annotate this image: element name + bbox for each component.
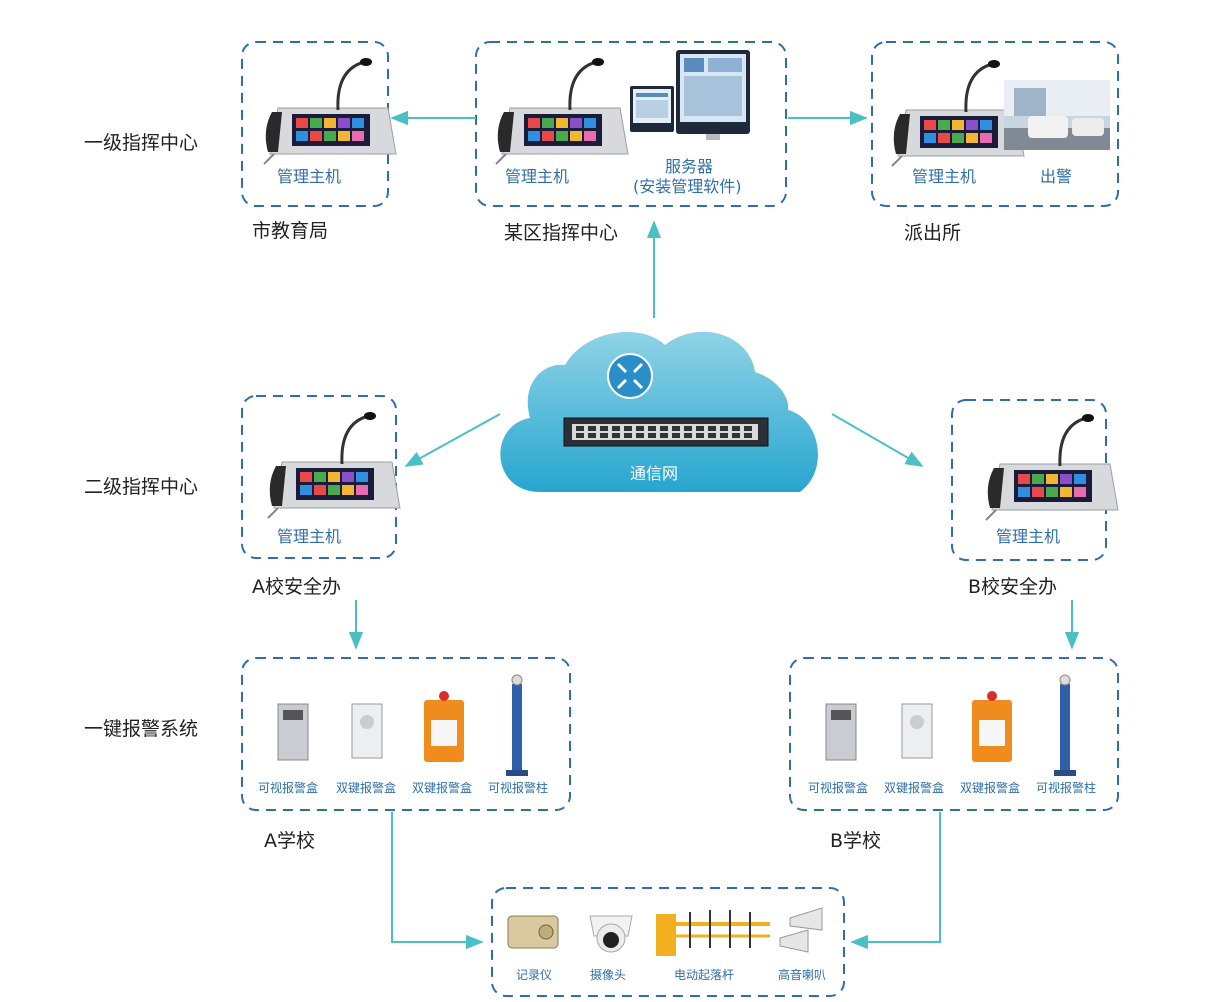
school-b-office-label: B校安全办 [968, 576, 1058, 598]
server-subtitle: (安装管理软件) [633, 177, 742, 196]
recorder-label: 记录仪 [516, 968, 553, 982]
recorder-icon [507, 915, 559, 949]
dual-alarm-box-label: 双键报警盒 [336, 781, 397, 795]
police-station-label: 派出所 [904, 222, 962, 244]
dual-alarm-box-label: 双键报警盒 [884, 781, 945, 795]
connection-arrows [348, 110, 1080, 950]
video-alarm-pillar-label: 可视报警柱 [1036, 781, 1097, 795]
school-b-label: B学校 [830, 830, 882, 852]
dual-alarm-box-label: 双键报警盒 [412, 781, 473, 795]
dispatch-label: 出警 [1040, 167, 1073, 186]
video-alarm-box-label: 可视报警盒 [808, 781, 869, 795]
host-label: 管理主机 [505, 167, 570, 186]
dual-alarm-box-icon [901, 703, 933, 759]
host-icon [984, 412, 1120, 522]
dual-alarm-box-icon [351, 703, 383, 759]
video-alarm-pillar-icon [1060, 684, 1070, 774]
arrow-to-school-a-office [404, 413, 501, 467]
police-photo [1004, 80, 1110, 150]
arrow-school-a-to-shared [391, 812, 484, 950]
host-label: 管理主机 [277, 167, 342, 186]
network-label: 通信网 [630, 464, 679, 483]
switch-icon [563, 417, 769, 447]
video-alarm-box-label: 可视报警盒 [258, 781, 319, 795]
box-school-a-devices [241, 657, 571, 811]
video-alarm-pillar-label: 可视报警柱 [488, 781, 549, 795]
school-a-office-label: A校安全办 [252, 576, 341, 598]
host-label: 管理主机 [996, 527, 1061, 546]
camera-icon [589, 915, 633, 953]
alarm-system-label: 一键报警系统 [84, 718, 199, 740]
barrier-gate-icon [656, 910, 770, 956]
horn-speaker-label: 高音喇叭 [778, 968, 827, 982]
network-cloud [500, 331, 818, 492]
district-center-label: 某区指挥中心 [504, 222, 619, 244]
level2-label: 二级指挥中心 [84, 476, 199, 498]
box-school-a-office [241, 395, 397, 559]
school-a-devices [277, 674, 528, 776]
router-icon [607, 353, 653, 399]
server-icon [630, 50, 750, 140]
dual-alarm-box-label: 双键报警盒 [960, 781, 1021, 795]
box-district-center [475, 41, 787, 207]
school-b-devices [825, 674, 1076, 776]
video-alarm-pillar-icon [512, 684, 522, 774]
arrow-school-b-to-shared [850, 812, 941, 950]
host-icon [262, 56, 398, 166]
school-a-label: A学校 [264, 830, 315, 852]
host-icon [266, 410, 402, 520]
level1-label: 一级指挥中心 [84, 132, 199, 154]
camera-label: 摄像头 [590, 968, 627, 982]
box-shared-devices [491, 887, 845, 997]
dashed-boxes [241, 41, 1119, 997]
box-police-station [871, 41, 1119, 207]
host-label: 管理主机 [912, 167, 977, 186]
host-label: 管理主机 [277, 527, 342, 546]
barrier-gate-label: 电动起落杆 [674, 968, 735, 982]
host-icon [494, 56, 630, 166]
shared-devices [507, 907, 823, 956]
server-label: 服务器 [665, 157, 714, 176]
arrow-to-school-b-office [831, 413, 924, 467]
horn-speaker-icon [779, 907, 823, 953]
edu-bureau-label: 市教育局 [252, 220, 329, 242]
box-school-b-devices [789, 657, 1119, 811]
